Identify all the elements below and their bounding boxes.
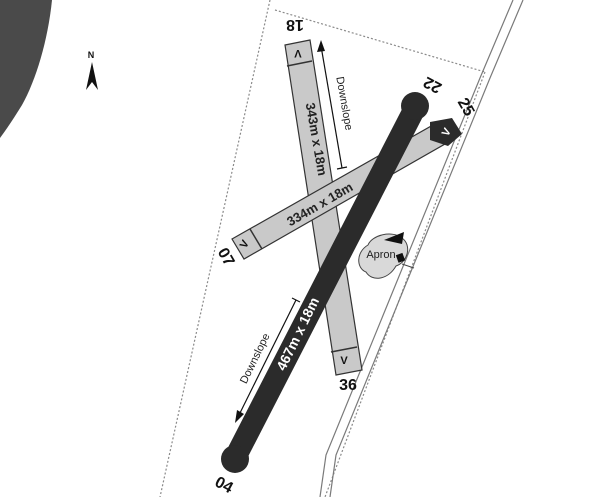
runway-end-36: 36 [339, 377, 357, 394]
north-label: N [88, 50, 95, 60]
runway-end-04: 04 [212, 474, 236, 497]
runway-04-22 [221, 92, 462, 473]
downslope-arrow-lower [237, 299, 297, 418]
downslope-tick-lower [291, 297, 301, 303]
runway-04-22-dims: 467m x 18m [273, 295, 322, 373]
airfield-boundary [159, 0, 271, 497]
windsock-icon [384, 232, 404, 244]
north-arrow-icon [86, 62, 98, 90]
runway-04-22-surface [225, 102, 425, 464]
downslope-arrowhead-upper-icon [317, 40, 325, 52]
runway-end-25: 25 [454, 95, 478, 119]
north-arrow: N [86, 50, 98, 90]
runway-end-22: 22 [421, 73, 445, 96]
runway-end-18: 18 [286, 16, 304, 33]
apron: Apron [358, 232, 415, 279]
downslope-arrow-upper [320, 45, 343, 169]
apron-surface [358, 233, 409, 279]
runway-18-36-threshold-36 [330, 346, 358, 353]
water-area [0, 0, 52, 138]
apron-taxi-link [401, 263, 415, 269]
apron-building [395, 252, 406, 263]
downslope-arrowhead-lower-icon [235, 410, 244, 423]
runway-18-36-threshold-18 [286, 60, 313, 67]
airfield-boundary-top [274, 9, 486, 73]
downslope-label-upper: Downslope [333, 76, 354, 132]
road [329, 0, 524, 497]
threshold-marker-36: V [340, 355, 348, 367]
downslope-tick-upper [336, 166, 348, 170]
runway-25-pad [430, 118, 462, 146]
apron-label: Apron [366, 249, 395, 261]
runway-end-07: 07 [214, 245, 238, 269]
runway-07-25-threshold-07 [249, 228, 263, 250]
road-edge [319, 0, 514, 497]
runway-04-22-end-22 [401, 92, 429, 120]
threshold-marker-18: V [294, 47, 302, 59]
runway-04-22-end-04 [221, 445, 249, 473]
